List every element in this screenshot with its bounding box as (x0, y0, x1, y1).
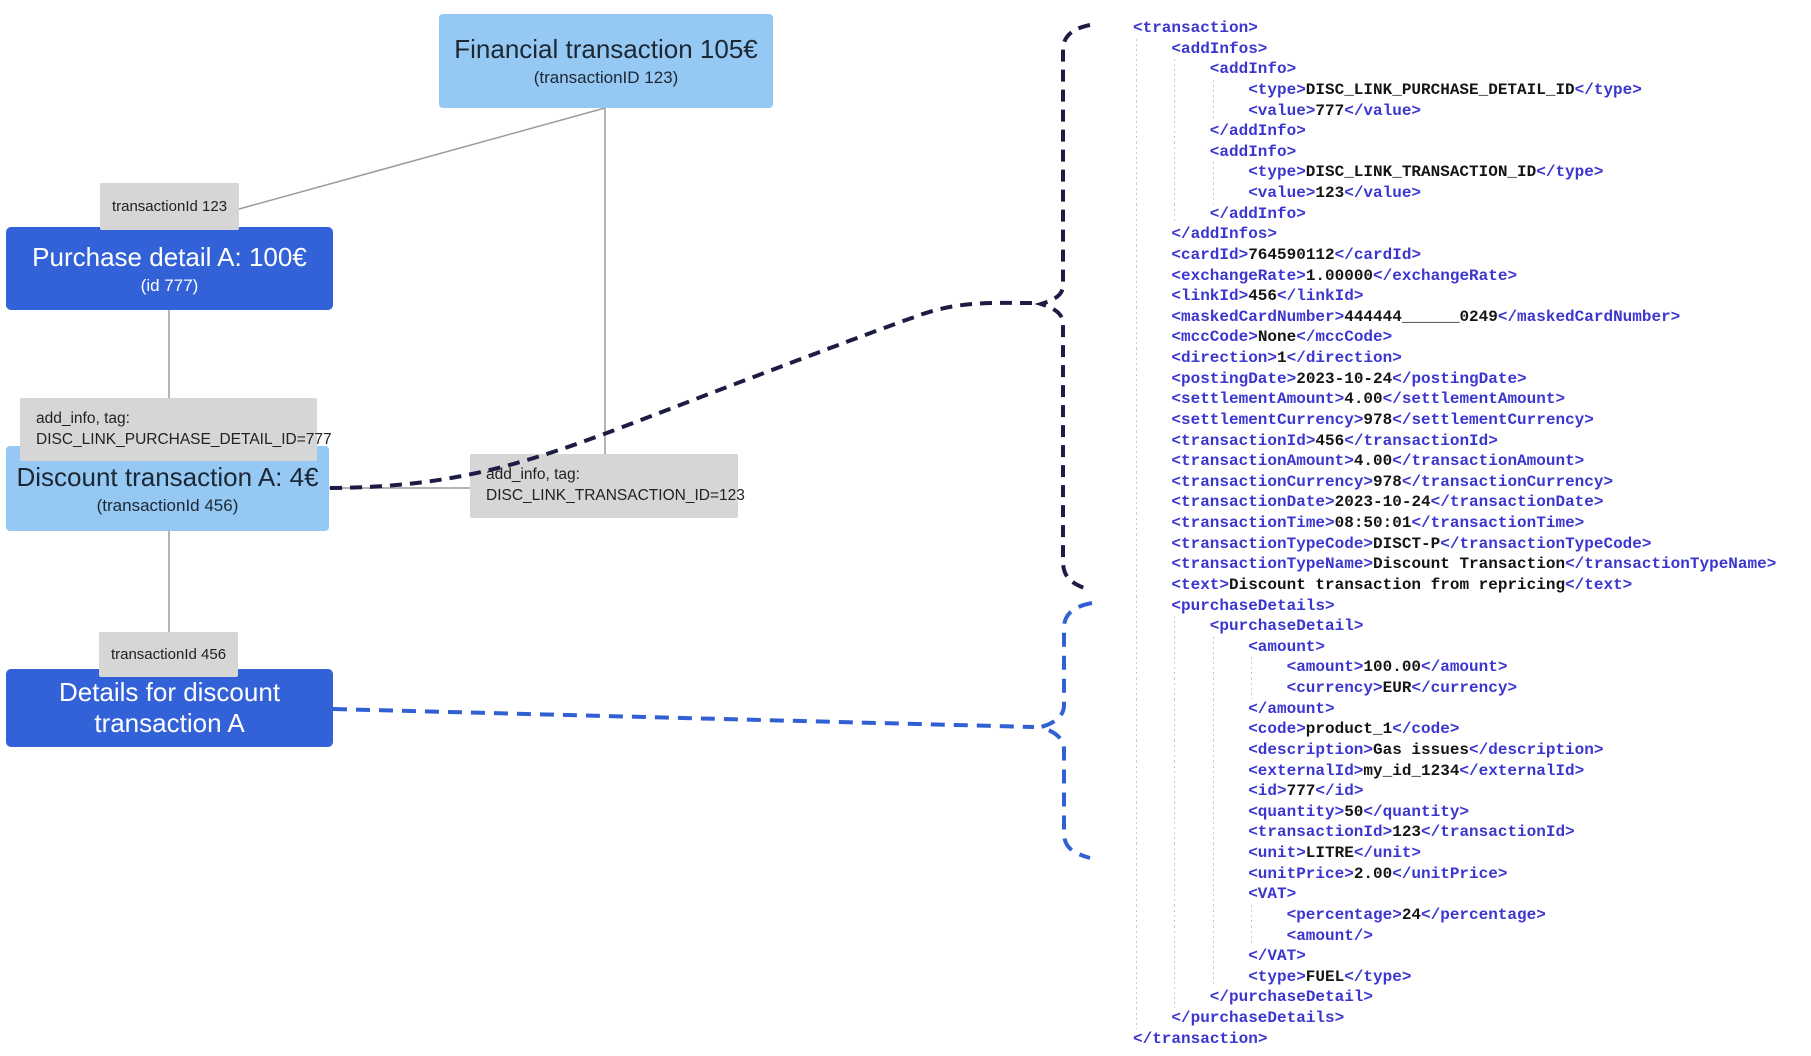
xml-line: <addInfo> (1133, 59, 1777, 80)
xml-line: <unitPrice>2.00</unitPrice> (1133, 863, 1777, 885)
addinfo-line1: add_info, tag: (486, 466, 580, 483)
node-title: Financial transaction 105€ (454, 34, 758, 64)
xml-line: <amount>100.00</amount> (1133, 657, 1777, 678)
xml-line: <exchangeRate>1.00000</exchangeRate> (1133, 265, 1777, 287)
xml-line: <type>DISC_LINK_PURCHASE_DETAIL_ID</type… (1133, 79, 1777, 101)
xml-line: <postingDate>2023-10-24</postingDate> (1133, 368, 1777, 390)
xml-line: <settlementAmount>4.00</settlementAmount… (1133, 389, 1777, 410)
xml-line: <cardId>764590112</cardId> (1133, 244, 1777, 266)
xml-line: <transactionId>456</transactionId> (1133, 430, 1777, 452)
xml-line: <transactionDate>2023-10-24</transaction… (1133, 492, 1777, 513)
xml-line: <settlementCurrency>978</settlementCurre… (1133, 409, 1777, 431)
edge-label-addinfo-transaction: add_info, tag: DISC_LINK_TRANSACTION_ID=… (470, 454, 745, 518)
xml-line: <transactionTypeName>Discount Transactio… (1133, 554, 1777, 575)
xml-line: <purchaseDetails> (1133, 595, 1777, 617)
node-title: Purchase detail A: 100€ (32, 241, 307, 272)
xml-line: <mccCode>None</mccCode> (1133, 327, 1777, 348)
node-discount-details: Details for discount transaction A (6, 669, 333, 747)
xml-line: <amount/> (1133, 925, 1777, 947)
xml-line: <type>FUEL</type> (1133, 966, 1777, 988)
edge-label-transactionid-123: transactionId 123 (100, 183, 239, 230)
node-financial-transaction: Financial transaction 105€ (transactionI… (439, 14, 773, 108)
xml-line: <description>Gas issues</description> (1133, 739, 1777, 761)
xml-line: </amount> (1133, 698, 1777, 720)
node-subtitle: (transactionId 456) (96, 495, 239, 515)
xml-line: <linkId>456</linkId> (1133, 286, 1777, 307)
xml-line: </purchaseDetail> (1133, 987, 1777, 1008)
xml-line: <value>777</value> (1133, 100, 1777, 122)
node-purchase-detail: Purchase detail A: 100€ (id 777) (6, 227, 333, 310)
brace-purchase-details-section (1034, 601, 1093, 860)
xml-line: </transaction> (1133, 1029, 1268, 1048)
xml-line: <code>product_1</code> (1133, 719, 1777, 740)
node-title: Discount transaction A: 4€ (16, 461, 319, 492)
xml-line: <id>777</id> (1133, 781, 1777, 802)
xml-line: <transactionAmount>4.00</transactionAmou… (1133, 451, 1777, 472)
xml-line: <transactionTime>08:50:01</transactionTi… (1133, 513, 1777, 534)
edge-label-addinfo-purchase: add_info, tag: DISC_LINK_PURCHASE_DETAIL… (20, 398, 332, 461)
addinfo-line1: add_info, tag: (36, 410, 130, 427)
xml-line: <purchaseDetail> (1133, 616, 1777, 637)
node-title-line2: transaction A (94, 708, 245, 738)
edge-label-text: transactionId 456 (110, 646, 227, 663)
xml-line: <addInfos> (1133, 38, 1777, 60)
xml-line: <currency>EUR</currency> (1133, 678, 1777, 699)
xml-line: <transactionCurrency>978</transactionCur… (1133, 471, 1777, 493)
xml-line: </addInfos> (1133, 224, 1777, 245)
xml-line: <maskedCardNumber>444444______0249</mask… (1133, 306, 1777, 328)
xml-line: </purchaseDetails> (1133, 1008, 1777, 1029)
xml-line: <externalId>my_id_1234</externalId> (1133, 760, 1777, 782)
xml-line: <quantity>50</quantity> (1133, 801, 1777, 823)
dashed-link-details-to-xml (332, 707, 1035, 729)
xml-snippet: <transaction><addInfos><addInfo><type>DI… (1133, 18, 1777, 1049)
addinfo-line2: DISC_LINK_TRANSACTION_ID=123 (486, 487, 745, 504)
node-subtitle: (id 777) (140, 275, 199, 295)
xml-line: <percentage>24</percentage> (1133, 904, 1777, 926)
node-title: Details for discount (58, 677, 281, 707)
xml-line: <value>123</value> (1133, 183, 1777, 204)
edge-label-text: transactionId 123 (111, 198, 228, 215)
xml-line: </VAT> (1133, 946, 1777, 967)
xml-line: <transaction> (1133, 19, 1258, 37)
node-subtitle: (transactionID 123) (533, 68, 679, 87)
xml-line: <VAT> (1133, 884, 1777, 905)
xml-line: </addInfo> (1133, 203, 1777, 225)
xml-line: <addInfo> (1133, 141, 1777, 163)
xml-line: <amount> (1133, 636, 1777, 658)
connector-financial-to-label123 (238, 107, 606, 210)
brace-transaction-section (1034, 23, 1091, 592)
xml-line: <text>Discount transaction from repricin… (1133, 574, 1777, 596)
xml-line: <transactionId>123</transactionId> (1133, 822, 1777, 843)
edge-label-transactionid-456: transactionId 456 (99, 632, 238, 677)
xml-line: </addInfo> (1133, 121, 1777, 142)
xml-line: <type>DISC_LINK_TRANSACTION_ID</type> (1133, 162, 1777, 183)
xml-line: <unit>LITRE</unit> (1133, 843, 1777, 864)
addinfo-line2: DISC_LINK_PURCHASE_DETAIL_ID=777 (36, 431, 332, 448)
xml-line: <direction>1</direction> (1133, 348, 1777, 369)
xml-line: <transactionTypeCode>DISCT-P</transactio… (1133, 533, 1777, 555)
